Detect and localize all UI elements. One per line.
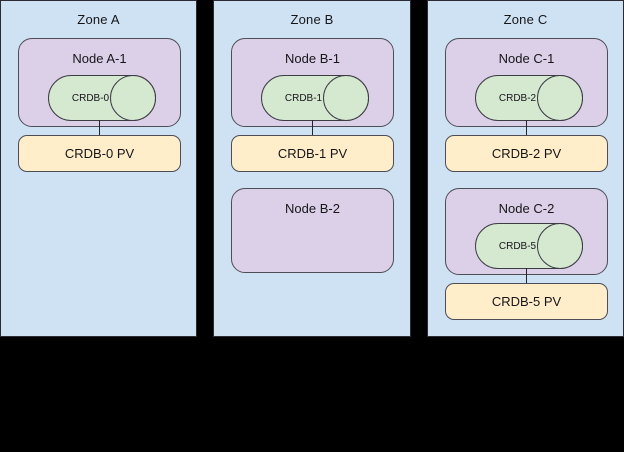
zone-title-b: Zone B (290, 12, 334, 27)
database-cylinder-crdb-1[interactable]: CRDB-1 (261, 75, 369, 121)
node-title-b-2: Node B-2 (285, 201, 340, 216)
pv-label-crdb-2: CRDB-2 PV (491, 146, 562, 161)
cylinder-icon (475, 223, 583, 269)
database-cylinder-crdb-5[interactable]: CRDB-5 (475, 223, 583, 269)
node-title-c-2: Node C-2 (498, 201, 555, 216)
pv-box-crdb-2[interactable]: CRDB-2 PV (445, 135, 608, 172)
pv-box-crdb-1[interactable]: CRDB-1 PV (231, 135, 394, 172)
node-box-b-2[interactable]: Node B-2 (231, 188, 394, 273)
connector-crdb-2-to-pv (526, 120, 527, 136)
node-title-b-1: Node B-1 (285, 51, 340, 66)
pv-box-crdb-5[interactable]: CRDB-5 PV (445, 283, 608, 320)
connector-crdb-0-to-pv (99, 120, 100, 136)
cylinder-icon (261, 75, 369, 121)
connector-crdb-1-to-pv (312, 120, 313, 136)
pv-label-crdb-5: CRDB-5 PV (491, 294, 562, 309)
zone-title-a: Zone A (77, 12, 120, 27)
zone-title-c: Zone C (503, 12, 548, 27)
cylinder-icon (48, 75, 156, 121)
database-cylinder-crdb-0[interactable]: CRDB-0 (48, 75, 156, 121)
pv-label-crdb-1: CRDB-1 PV (277, 146, 348, 161)
node-title-c-1: Node C-1 (498, 51, 555, 66)
cylinder-icon (475, 75, 583, 121)
node-title-a-1: Node A-1 (72, 51, 127, 66)
pv-box-crdb-0[interactable]: CRDB-0 PV (18, 135, 181, 172)
connector-crdb-5-to-pv (526, 268, 527, 283)
database-cylinder-crdb-2[interactable]: CRDB-2 (475, 75, 583, 121)
pv-label-crdb-0: CRDB-0 PV (64, 146, 135, 161)
